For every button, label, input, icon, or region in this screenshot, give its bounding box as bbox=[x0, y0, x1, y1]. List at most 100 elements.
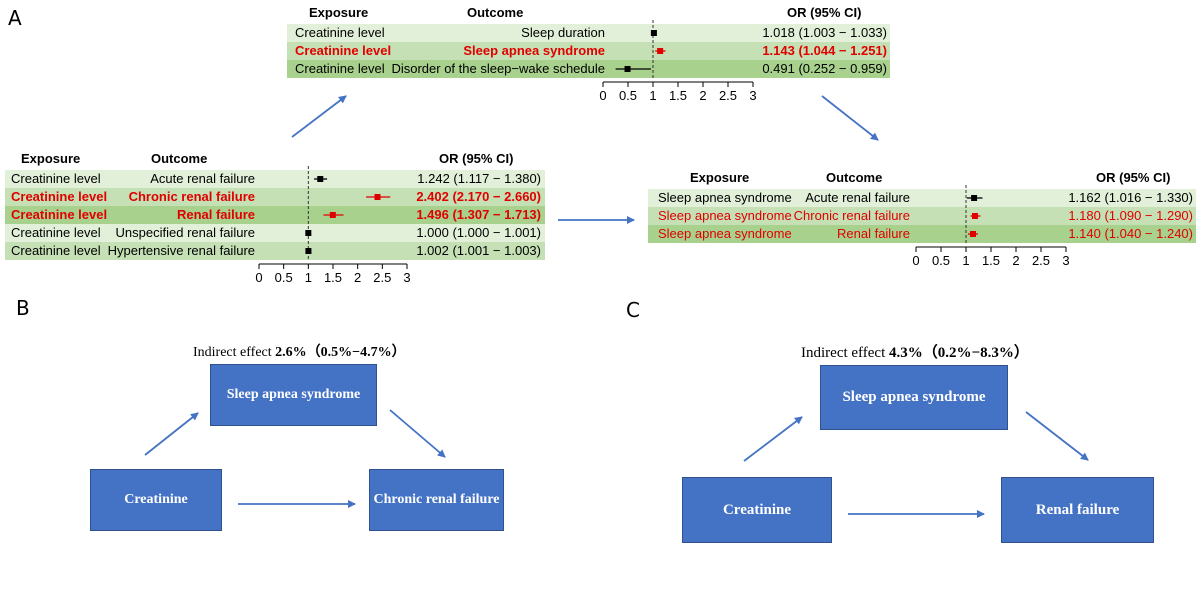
forest-marks: 0 0.5 1 1.5 2 2.5 3 bbox=[599, 20, 757, 103]
point-estimate bbox=[650, 30, 657, 36]
exposure-cell: Sleep apnea syndrome bbox=[658, 208, 792, 223]
point-estimate bbox=[972, 213, 978, 219]
forest-row: Creatinine level Unspecified renal failur… bbox=[5, 224, 545, 242]
or-ci-cell: 2.402 (2.170 − 2.660) bbox=[416, 189, 541, 204]
x-tick-label: 1.5 bbox=[669, 88, 687, 103]
outcome-cell: Renal failure bbox=[837, 226, 910, 241]
x-tick-label: 2 bbox=[1012, 253, 1019, 268]
outcome-box-c: Renal failure bbox=[1001, 477, 1154, 543]
x-tick-label: 0 bbox=[255, 270, 262, 285]
exposure-cell: Creatinine level bbox=[11, 243, 101, 258]
exposure-cell: Creatinine level bbox=[295, 25, 385, 40]
x-tick-label: 0.5 bbox=[619, 88, 637, 103]
indirect-effect-b-value: 2.6%（0.5%−4.7%） bbox=[275, 345, 406, 360]
forest-row: Sleep apnea syndrome Renal failure 1.140 (… bbox=[648, 225, 1196, 243]
exposure-box-b: Creatinine bbox=[90, 469, 222, 531]
point-estimate bbox=[317, 176, 324, 182]
or-ci-cell: 1.018 (1.003 − 1.033) bbox=[762, 25, 887, 40]
x-tick-label: 0 bbox=[599, 88, 606, 103]
outcome-cell: Sleep duration bbox=[521, 25, 605, 40]
outcome-cell: Chronic renal failure bbox=[793, 208, 910, 223]
indirect-effect-b: Indirect effect 2.6%（0.5%−4.7%） bbox=[193, 341, 406, 361]
point-estimate bbox=[305, 230, 312, 236]
x-tick-label: 2.5 bbox=[373, 270, 391, 285]
or-ci-cell: 1.143 (1.044 − 1.251) bbox=[762, 43, 887, 58]
exposure-cell: Creatinine level bbox=[11, 207, 108, 222]
point-estimate bbox=[971, 195, 978, 201]
x-tick-label: 0.5 bbox=[932, 253, 950, 268]
panel-label-c: C bbox=[626, 298, 640, 322]
header-exposure: Exposure bbox=[690, 170, 750, 185]
exposure-cell: Creatinine level bbox=[11, 189, 108, 204]
outcome-cell: Acute renal failure bbox=[805, 190, 910, 205]
forest-plot-top: Exposure Outcome OR (95% CI) Creatinine lev… bbox=[287, 4, 890, 112]
x-tick-label: 2 bbox=[699, 88, 706, 103]
outcome-cell: Unspecified renal failure bbox=[115, 225, 255, 240]
exposure-cell: Sleep apnea syndrome bbox=[658, 226, 792, 241]
header-outcome: Outcome bbox=[467, 5, 524, 20]
point-estimate bbox=[374, 194, 381, 200]
x-tick-label: 1.5 bbox=[982, 253, 1000, 268]
header-exposure: Exposure bbox=[309, 5, 369, 20]
header-exposure: Exposure bbox=[21, 151, 81, 166]
mediator-box-c: Sleep apnea syndrome bbox=[820, 365, 1008, 430]
x-tick-label: 1 bbox=[649, 88, 656, 103]
panel-label-b: B bbox=[16, 296, 30, 320]
or-ci-cell: 1.180 (1.090 − 1.290) bbox=[1068, 208, 1193, 223]
x-tick-label: 2.5 bbox=[719, 88, 737, 103]
exposure-cell: Creatinine level bbox=[295, 43, 392, 58]
x-tick-label: 0.5 bbox=[275, 270, 293, 285]
point-estimate bbox=[657, 48, 664, 54]
exposure-cell: Creatinine level bbox=[11, 225, 101, 240]
x-tick-label: 1 bbox=[962, 253, 969, 268]
arrow-c-mediator-to-outcome bbox=[1025, 411, 1089, 461]
forest-plot-left: Exposure Outcome OR (95% CI) Creatinine lev… bbox=[5, 150, 545, 294]
indirect-effect-c-label: Indirect effect bbox=[801, 345, 886, 361]
outcome-cell: Renal failure bbox=[176, 207, 255, 222]
header-outcome: Outcome bbox=[826, 170, 883, 185]
outcome-cell: Acute renal failure bbox=[150, 171, 255, 186]
or-ci-cell: 1.242 (1.117 − 1.380) bbox=[417, 171, 541, 186]
x-tick-label: 3 bbox=[1062, 253, 1069, 268]
x-tick-label: 2.5 bbox=[1032, 253, 1050, 268]
arrow-b-exposure-to-mediator bbox=[144, 412, 199, 456]
forest-row: Creatinine level Acute renal failure 1.242… bbox=[5, 170, 545, 188]
outcome-cell: Disorder of the sleep−wake schedule bbox=[391, 61, 605, 76]
outcome-cell: Chronic renal failure bbox=[128, 189, 255, 204]
header-or: OR (95% CI) bbox=[1096, 170, 1171, 185]
outcome-box-b: Chronic renal failure bbox=[369, 469, 504, 531]
exposure-cell: Sleep apnea syndrome bbox=[658, 190, 792, 205]
indirect-effect-b-label: Indirect effect bbox=[193, 345, 272, 360]
header-outcome: Outcome bbox=[151, 151, 208, 166]
exposure-box-c: Creatinine bbox=[682, 477, 832, 543]
or-ci-cell: 1.496 (1.307 − 1.713) bbox=[416, 207, 541, 222]
x-tick-label: 2 bbox=[354, 270, 361, 285]
indirect-effect-c-value: 4.3%（0.2%−8.3%） bbox=[889, 345, 1029, 361]
exposure-cell: Creatinine level bbox=[11, 171, 101, 186]
or-ci-cell: 1.140 (1.040 − 1.240) bbox=[1068, 226, 1193, 241]
panel-label-a: A bbox=[8, 6, 22, 30]
header-or: OR (95% CI) bbox=[439, 151, 514, 166]
or-ci-cell: 1.000 (1.000 − 1.001) bbox=[416, 225, 541, 240]
outcome-cell: Sleep apnea syndrome bbox=[463, 43, 605, 58]
header-or: OR (95% CI) bbox=[787, 5, 862, 20]
forest-plot-right: Exposure Outcome OR (95% CI) Sleep apnea sy… bbox=[648, 169, 1196, 277]
point-estimate bbox=[329, 212, 336, 218]
or-ci-cell: 1.162 (1.016 − 1.330) bbox=[1068, 190, 1193, 205]
point-estimate bbox=[624, 66, 631, 72]
forest-row: Creatinine level Disorder of the sleep−wa… bbox=[287, 60, 890, 78]
exposure-cell: Creatinine level bbox=[295, 61, 385, 76]
point-estimate bbox=[970, 231, 976, 237]
arrow-b-mediator-to-outcome bbox=[389, 409, 446, 458]
mediator-box-b: Sleep apnea syndrome bbox=[210, 364, 377, 426]
forest-row: Sleep apnea syndrome Acute renal failure 1… bbox=[648, 189, 1196, 207]
x-tick-label: 1 bbox=[305, 270, 312, 285]
x-tick-label: 3 bbox=[749, 88, 756, 103]
forest-row: Creatinine level Renal failure 1.496 (1.30… bbox=[5, 206, 545, 224]
or-ci-cell: 0.491 (0.252 − 0.959) bbox=[762, 61, 887, 76]
x-tick-label: 3 bbox=[403, 270, 410, 285]
